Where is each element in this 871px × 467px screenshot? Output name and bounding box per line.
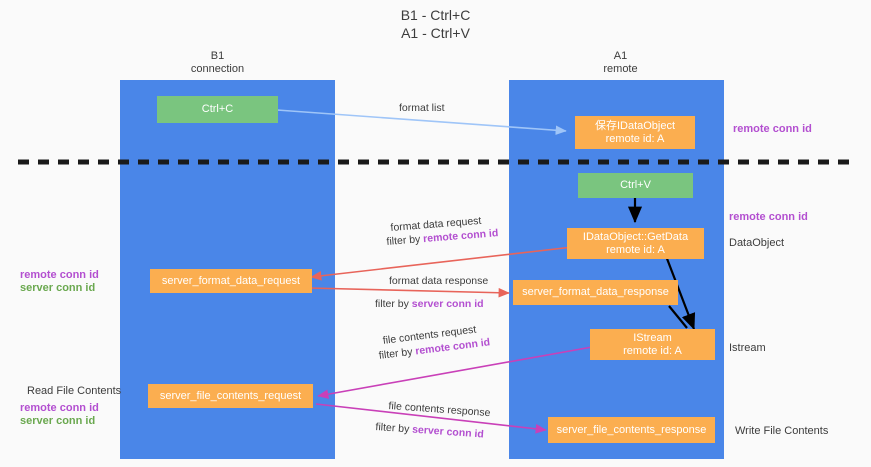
- right-label-remote-conn-id-top: remote conn id: [733, 123, 812, 135]
- filter-key-server-conn-id: server conn id: [411, 423, 485, 441]
- right-label-istream: Istream: [729, 342, 766, 354]
- node-server-file-contents-response-label: server_file_contents_response: [556, 423, 707, 436]
- column-header-a1-name: A1: [613, 50, 628, 62]
- edge-label-format-data-response-filter: filter by server conn id: [375, 297, 484, 311]
- node-server-file-contents-request-label: server_file_contents_request: [159, 389, 302, 402]
- title-line-2: A1 - Ctrl+V: [401, 25, 470, 41]
- filter-prefix: filter by: [378, 345, 417, 362]
- column-header-b1: B1 connection: [150, 50, 285, 76]
- left-label-server-conn-id-2: server conn id: [20, 415, 96, 427]
- right-label-remote-conn-id-mid: remote conn id: [729, 211, 808, 223]
- filter-key-server-conn-id: server conn id: [411, 298, 484, 310]
- node-idataobject-getdata-remote-id: remote id: A: [606, 243, 665, 256]
- left-label-server-conn-id: server conn id: [20, 282, 96, 294]
- edge-label-file-contents-response-filter: filter by server conn id: [375, 420, 484, 442]
- node-istream-title: IStream: [633, 331, 672, 344]
- node-server-format-data-request-label: server_format_data_request: [161, 274, 301, 287]
- arrow-format-data-response: [308, 287, 510, 298]
- title-line-1: B1 - Ctrl+C: [400, 7, 471, 23]
- node-server-format-data-response[interactable]: server_format_data_response: [513, 280, 678, 305]
- left-label-read-file-contents: Read File Contents: [27, 385, 122, 397]
- node-save-idataobject-remote-id: remote id: A: [605, 132, 665, 145]
- node-ctrl-c-label: Ctrl+C: [201, 103, 234, 115]
- diagram-title: B1 - Ctrl+C A1 - Ctrl+V: [0, 6, 871, 42]
- column-header-b1-sub: connection: [190, 63, 245, 75]
- column-header-b1-name: B1: [210, 50, 225, 62]
- node-idataobject-getdata-title: IDataObject::GetData: [582, 230, 689, 243]
- node-istream[interactable]: IStream remote id: A: [590, 329, 715, 360]
- node-save-idataobject[interactable]: 保存IDataObject remote id: A: [575, 116, 695, 149]
- node-save-idataobject-title: 保存IDataObject: [594, 119, 676, 132]
- node-server-file-contents-response[interactable]: server_file_contents_response: [548, 417, 715, 443]
- node-server-format-data-request[interactable]: server_format_data_request: [150, 269, 312, 293]
- right-label-write-file-contents: Write File Contents: [735, 425, 829, 437]
- node-server-format-data-response-label: server_format_data_response: [522, 286, 669, 298]
- left-label-remote-conn-id-2: remote conn id: [20, 402, 99, 414]
- edge-label-format-list: format list: [399, 102, 445, 114]
- left-label-remote-conn-id: remote conn id: [20, 269, 99, 281]
- edge-label-file-contents-response: file contents response: [388, 399, 491, 420]
- filter-prefix: filter by: [386, 233, 424, 248]
- edge-label-format-data-response: format data response: [389, 275, 489, 287]
- right-label-dataobject: DataObject: [729, 237, 785, 249]
- node-ctrl-v[interactable]: Ctrl+V: [578, 173, 693, 198]
- node-ctrl-c[interactable]: Ctrl+C: [157, 96, 278, 123]
- column-header-a1: A1 remote: [553, 50, 688, 76]
- node-server-file-contents-request[interactable]: server_file_contents_request: [148, 384, 313, 408]
- filter-prefix: filter by: [375, 298, 412, 310]
- node-istream-remote-id: remote id: A: [623, 344, 682, 357]
- filter-prefix: filter by: [375, 420, 413, 436]
- node-idataobject-getdata[interactable]: IDataObject::GetData remote id: A: [567, 228, 704, 259]
- node-ctrl-v-label: Ctrl+V: [620, 179, 651, 191]
- column-header-a1-sub: remote: [603, 63, 638, 75]
